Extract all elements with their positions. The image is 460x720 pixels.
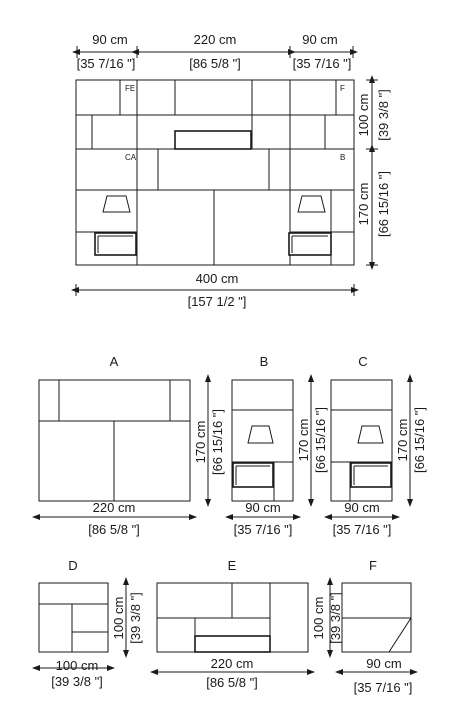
lower-height-label: 170 cm	[356, 183, 371, 226]
module-d-width-inches: [39 3/8 "]	[51, 674, 103, 689]
module-f-width-inches: [35 7/16 "]	[354, 680, 413, 695]
module-f: F 90 cm [35 7/16 "] 100 cm [39 3/8 "]	[311, 558, 418, 695]
module-a-width-inches: [86 5/8 "]	[88, 522, 140, 537]
right-width-label: 90 cm	[302, 32, 337, 47]
module-a-title: A	[110, 354, 119, 369]
module-a-height-inches: [66 15/16 "]	[210, 409, 225, 475]
module-b-height-inches: [66 15/16 "]	[313, 407, 328, 473]
drawer-left	[94, 232, 137, 256]
middle-width-label: 220 cm	[194, 32, 237, 47]
zone-label-ca: CA	[125, 153, 137, 162]
right-width-inches: [35 7/16 "]	[293, 56, 352, 71]
composition-overview: 90 cm [35 7/16 "] 220 cm [86 5/8 "] 90 c…	[71, 32, 391, 309]
module-c-height-inches: [66 15/16 "]	[412, 407, 427, 473]
module-e-title: E	[228, 558, 237, 573]
module-e-width: 220 cm	[211, 656, 254, 671]
module-e-width-inches: [86 5/8 "]	[206, 675, 258, 690]
left-width-inches: [35 7/16 "]	[77, 56, 136, 71]
zone-label-fe: FE	[125, 84, 135, 93]
module-d-height-inches: [39 3/8 "]	[128, 592, 143, 644]
total-width-label: 400 cm	[196, 271, 239, 286]
module-f-height-inches: [39 3/8 "]	[328, 592, 343, 644]
module-f-width: 90 cm	[366, 656, 401, 671]
module-f-title: F	[369, 558, 377, 573]
module-a-width: 220 cm	[93, 500, 136, 515]
module-c-title: C	[358, 354, 367, 369]
zone-label-b: B	[340, 153, 345, 162]
module-f-height: 100 cm	[311, 597, 326, 640]
module-b: B 90 cm [35 7/16 "] 170 cm [66 15/16 "]	[225, 354, 328, 537]
module-d-title: D	[68, 558, 77, 573]
module-e: E 220 cm [86 5/8 "]	[150, 558, 315, 690]
module-d-width: 100 cm	[56, 658, 99, 673]
module-c-width-inches: [35 7/16 "]	[333, 522, 392, 537]
module-b-width-inches: [35 7/16 "]	[234, 522, 293, 537]
total-width-inches: [157 1/2 "]	[188, 294, 247, 309]
module-d-height: 100 cm	[111, 597, 126, 640]
module-b-height: 170 cm	[296, 419, 311, 462]
module-c-height: 170 cm	[395, 419, 410, 462]
lamp-right	[297, 195, 326, 213]
lower-height-inches: [66 15/16 "]	[376, 171, 391, 237]
zone-label-f: F	[340, 84, 345, 93]
lamp-left	[102, 195, 131, 213]
module-a-height: 170 cm	[193, 421, 208, 464]
upper-height-inches: [39 3/8 "]	[376, 89, 391, 141]
tv-niche-top	[174, 130, 252, 150]
module-b-title: B	[260, 354, 269, 369]
module-b-width: 90 cm	[245, 500, 280, 515]
left-width-label: 90 cm	[92, 32, 127, 47]
module-c-width: 90 cm	[344, 500, 379, 515]
module-a: A 220 cm [86 5/8 "] 170 cm [66 15/16 "]	[32, 354, 225, 537]
upper-height-label: 100 cm	[356, 94, 371, 137]
middle-width-inches: [86 5/8 "]	[189, 56, 241, 71]
module-c: C 90 cm [35 7/16 "] 170 cm [66 15/16 "]	[324, 354, 427, 537]
module-d: D 100 cm [39 3/8 "] 100 cm [39 3/8 "]	[32, 558, 143, 689]
